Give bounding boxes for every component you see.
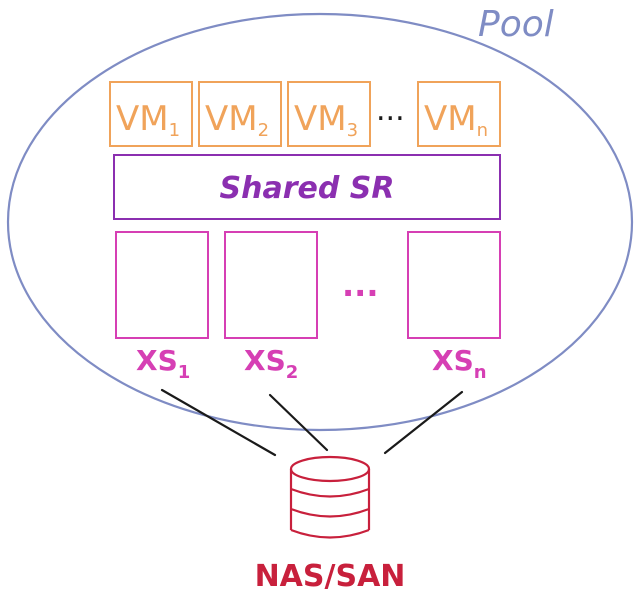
shared-sr-label: Shared SR [220, 171, 395, 206]
host-row [115, 231, 501, 339]
shared-sr-box [113, 154, 501, 220]
pool-boundary [6, 12, 634, 432]
host-box-1 [115, 231, 209, 339]
vm-box-1 [109, 81, 193, 147]
host-label-1: XS1 [136, 344, 190, 383]
vm-box-3 [287, 81, 371, 147]
vm-label-2: VM2 [205, 99, 269, 141]
vm-box-n [417, 81, 501, 147]
vm-label-n: VMn [424, 99, 488, 141]
database-icon [289, 455, 371, 539]
link-host-2 [268, 393, 329, 452]
host-label-2: XS2 [244, 344, 298, 383]
link-host-n [383, 390, 464, 455]
host-label-n: XSn [432, 344, 487, 383]
host-ellipsis: ... [342, 266, 378, 304]
host-box-2 [224, 231, 318, 339]
vm-ellipsis: ... [376, 93, 405, 128]
vm-label-1: VM1 [116, 99, 180, 141]
host-box-n [407, 231, 501, 339]
vm-label-3: VM3 [294, 99, 358, 141]
storage-label: NAS/SAN [255, 559, 406, 594]
pool-label: Pool [478, 4, 554, 45]
link-host-1 [160, 388, 277, 457]
vm-row [109, 81, 501, 147]
storage-links [160, 388, 464, 457]
vm-box-2 [198, 81, 282, 147]
